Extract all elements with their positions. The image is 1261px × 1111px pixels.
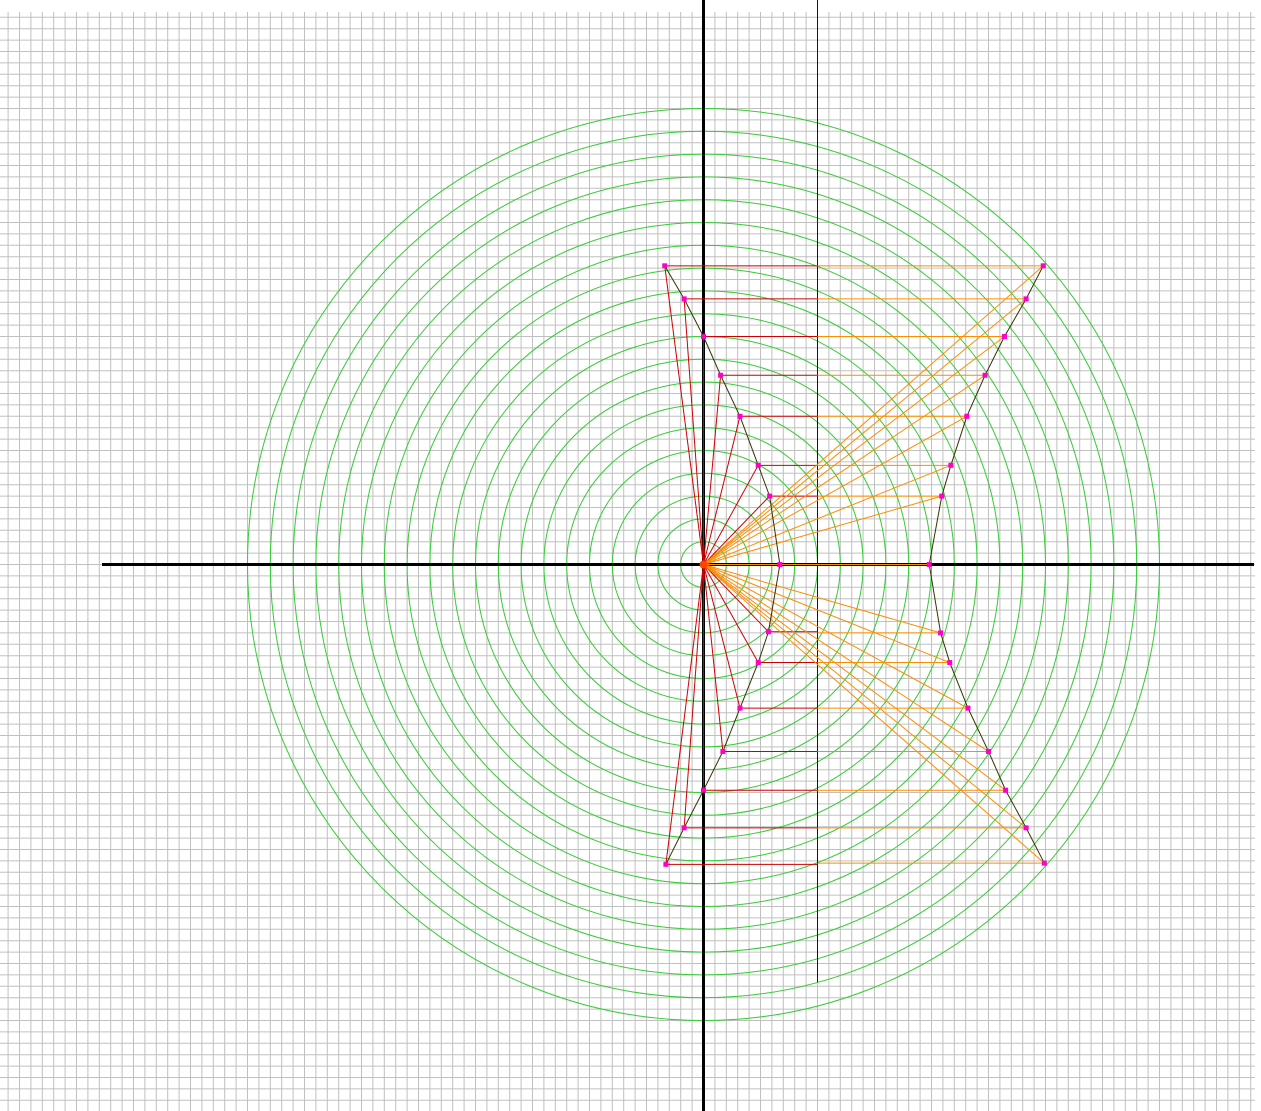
focus-to-outer-point-line — [703, 464, 952, 565]
outer-branch-point — [948, 462, 954, 468]
outer-branch-point — [965, 705, 971, 711]
focus-to-inner-point-line — [703, 564, 759, 663]
focus-to-inner-point-line — [703, 465, 759, 565]
inner-branch-point — [662, 263, 668, 269]
focus-to-inner-point-line — [683, 564, 704, 828]
outer-branch-point — [1023, 825, 1029, 831]
focus-to-outer-point-line — [703, 564, 989, 752]
focus-to-outer-point-line — [703, 298, 1027, 565]
focus-to-inner-point-line — [703, 375, 722, 565]
outer-branch-point — [964, 413, 970, 419]
outer-branch-point — [982, 372, 988, 378]
focus-point — [699, 560, 708, 569]
inner-branch-point — [681, 296, 687, 302]
focus-to-outer-point-line — [703, 564, 1045, 864]
focus-to-inner-point-line — [703, 564, 741, 709]
outer-branch-point — [1041, 860, 1047, 866]
focus-to-outer-point-line — [703, 374, 986, 565]
focus-to-outer-point-line — [703, 564, 1006, 791]
focus-to-outer-point-line — [703, 336, 1005, 565]
inner-branch-point — [681, 825, 687, 831]
inner-branch-point — [755, 462, 761, 468]
outer-branch-point — [986, 748, 991, 754]
inner-branch-point — [767, 493, 773, 499]
focus-to-inner-point-line — [703, 495, 770, 565]
focus-to-inner-point-line — [703, 564, 724, 752]
inner-branch-point — [737, 705, 743, 711]
inner-branch-point — [737, 413, 743, 419]
outer-branch-point — [1001, 334, 1007, 339]
inner-branch-point — [720, 748, 726, 754]
outer-branch-point — [939, 493, 945, 499]
outer-branch-point — [1023, 296, 1029, 302]
outer-branch-point — [1003, 787, 1009, 793]
focus-to-outer-point-line — [703, 265, 1044, 565]
focus-to-outer-point-line — [703, 415, 968, 565]
inner-branch-point — [663, 861, 669, 867]
outer-branch-point — [938, 630, 944, 636]
focus-to-inner-point-line — [664, 265, 704, 565]
outer-branch-point — [1040, 263, 1046, 269]
focus-to-outer-point-line — [703, 564, 1027, 829]
outer-branch-point — [926, 562, 932, 567]
focus-to-inner-point-line — [703, 564, 769, 633]
focus-to-inner-point-line — [703, 416, 741, 565]
focus-to-outer-point-line — [703, 564, 969, 709]
inner-branch-point — [765, 629, 771, 635]
outer-branch-point — [947, 660, 953, 666]
inner-branch-point — [755, 660, 761, 666]
inner-branch-point — [701, 787, 706, 793]
focus-to-outer-point-line — [703, 564, 950, 664]
inner-branch-point — [777, 562, 783, 567]
focus-to-inner-point-line — [683, 298, 704, 565]
inner-branch-point — [701, 334, 706, 339]
focus-to-inner-point-line — [665, 564, 704, 865]
focus-to-outer-point-line — [703, 495, 942, 565]
focus-to-outer-point-line — [703, 564, 941, 634]
inner-branch-point — [718, 372, 724, 378]
